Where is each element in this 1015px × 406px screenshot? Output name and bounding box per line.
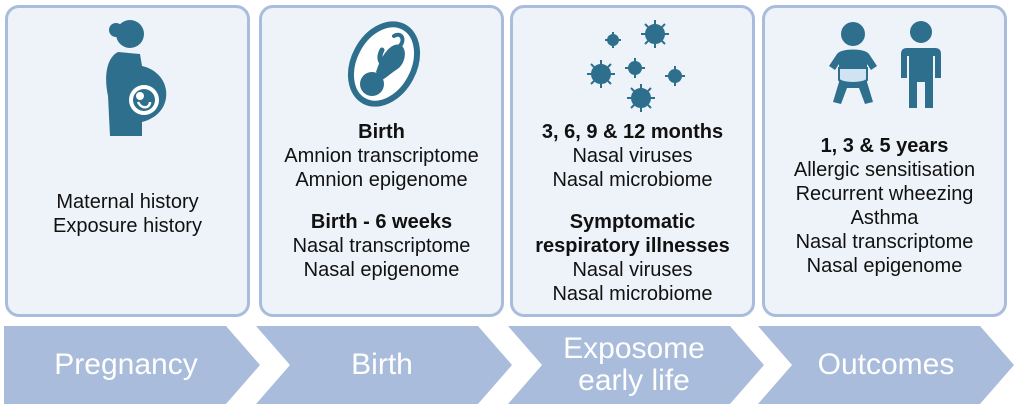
panel-line: Nasal viruses	[572, 259, 693, 281]
panel-line: Amnion epigenome	[295, 169, 468, 191]
arrow-label: Exposome	[563, 332, 705, 365]
section-heading: Birth - 6 weeks	[310, 211, 453, 233]
panel-line: Exposure history	[53, 215, 202, 237]
panel-line: Nasal viruses	[572, 145, 693, 167]
panel-line: Nasal epigenome	[303, 259, 460, 281]
arrow-birth: Birth	[256, 326, 514, 404]
panel-line: Nasal epigenome	[806, 255, 963, 277]
panel-pregnancy: Maternal history Exposure history	[5, 5, 250, 317]
section-heading: Birth	[358, 121, 405, 143]
pregnant-woman-icon	[106, 20, 167, 136]
section-heading: Symptomatic	[569, 211, 696, 233]
section-heading: 1, 3 & 5 years	[820, 135, 949, 157]
panel-line: Nasal transcriptome	[292, 235, 471, 257]
baby-and-child-icon	[829, 21, 941, 108]
panel-line: Nasal microbiome	[552, 169, 713, 191]
panel-line: Nasal microbiome	[552, 283, 713, 305]
arrow-label: Outcomes	[817, 348, 955, 381]
fetus-in-womb-icon	[347, 21, 421, 107]
arrow-pregnancy: Pregnancy	[4, 326, 262, 404]
arrow-label: early life	[578, 364, 690, 397]
section-heading: 3, 6, 9 & 12 months	[541, 121, 724, 143]
panel-line: Allergic sensitisation	[793, 159, 976, 181]
panel-birth: Birth Amnion transcriptome Amnion epigen…	[259, 5, 504, 317]
panel-line: Nasal transcriptome	[795, 231, 974, 253]
virus-icon	[587, 20, 685, 112]
arrow-outcomes: Outcomes	[758, 326, 1015, 404]
panel-line: Amnion transcriptome	[284, 145, 479, 167]
panel-outcomes: 1, 3 & 5 years Allergic sensitisation Re…	[762, 5, 1007, 317]
panel-exposome: 3, 6, 9 & 12 months Nasal viruses Nasal …	[510, 5, 755, 317]
arrow-label: Pregnancy	[54, 348, 198, 381]
arrow-label: Birth	[351, 348, 413, 381]
panel-line: Recurrent wheezing	[795, 183, 974, 205]
arrow-exposome: Exposome early life	[508, 326, 766, 404]
panel-line: Maternal history	[56, 191, 199, 213]
section-heading: respiratory illnesses	[535, 235, 730, 257]
panel-line: Asthma	[850, 207, 919, 229]
